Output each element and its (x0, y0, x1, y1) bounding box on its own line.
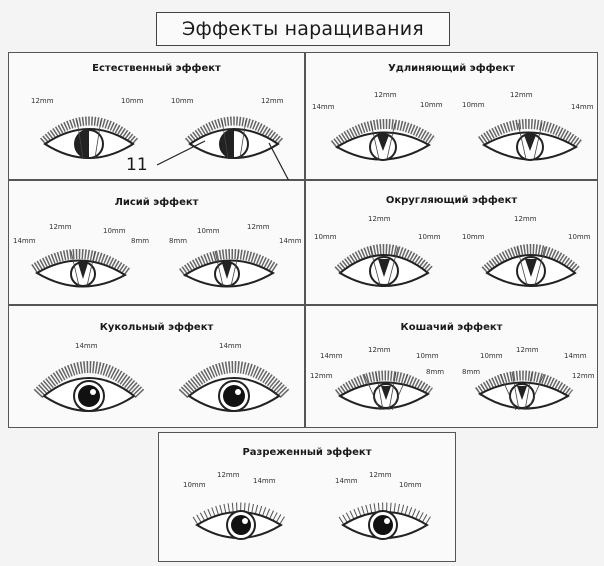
length-label: 10mm (462, 233, 485, 241)
eye-icon (189, 489, 289, 549)
length-label: 8mm (462, 368, 481, 376)
panel-title-cat: Кошачий эффект (400, 322, 503, 333)
length-label: 14mm (564, 352, 587, 360)
eye-icon (33, 354, 145, 420)
length-label: 14mm (279, 237, 302, 245)
length-label: 14mm (320, 352, 343, 360)
eye-icon (335, 489, 435, 549)
length-label: 10mm (418, 233, 441, 241)
eye-icon (481, 233, 581, 293)
length-label: 12mm (310, 372, 333, 380)
callout-number-11: 11 (126, 155, 148, 175)
length-label: 10mm (399, 481, 422, 489)
length-label: 14mm (571, 103, 594, 111)
length-label: 12mm (368, 346, 391, 354)
length-label: 14mm (335, 477, 358, 485)
length-label: 14mm (312, 103, 335, 111)
eye-icon (334, 364, 434, 418)
panel-sparse: Разреженный эффект 10mm 12mm 14mm 14mm 1… (158, 432, 456, 562)
panel-doll: Кукольный эффект 14mm 14mm (8, 305, 305, 428)
panel-title-elongating: Удлиняющий эффект (388, 63, 515, 74)
pointer-lines (156, 140, 290, 182)
eye-icon (31, 241, 132, 293)
length-label: 14mm (219, 342, 242, 350)
length-label: 8mm (169, 237, 188, 245)
length-label: 10mm (568, 233, 591, 241)
length-label: 10mm (121, 97, 144, 105)
length-label: 8mm (426, 368, 445, 376)
length-label: 10mm (480, 352, 503, 360)
panel-elongating: Удлиняющий эффект 14mm 12mm 10mm 10mm 12… (305, 52, 598, 180)
eye-icon (330, 111, 436, 166)
eye-icon (178, 241, 279, 293)
panel-title-doll: Кукольный эффект (99, 322, 214, 333)
length-label: 12mm (510, 91, 533, 99)
length-label: 10mm (103, 227, 126, 235)
length-label: 8mm (131, 237, 150, 245)
panel-natural: Естественный эффект 12mm 10mm 10mm 12mm (8, 52, 305, 182)
length-label: 12mm (374, 91, 397, 99)
diagram-title: Эффекты наращивания (156, 12, 450, 46)
length-label: 10mm (416, 352, 439, 360)
eye-icon (178, 354, 290, 420)
length-label: 12mm (369, 471, 392, 479)
length-label: 12mm (514, 215, 537, 223)
length-label: 10mm (420, 101, 443, 109)
panel-fox: Лисий эффект 12mm 10mm 14mm 8mm 10mm 12m… (8, 180, 305, 305)
eye-icon (39, 108, 139, 166)
length-label: 12mm (261, 97, 284, 105)
panel-rounding: Округляющий эффект 12mm 10mm 10mm 10mm 1… (305, 180, 598, 305)
panel-title-natural: Естественный эффект (92, 63, 221, 74)
length-label: 10mm (171, 97, 194, 105)
panel-title-rounding: Округляющий эффект (385, 195, 518, 206)
length-label: 12mm (572, 372, 595, 380)
panel-cat: Кошачий эффект 14mm 12mm 10mm 12mm 8mm 1… (305, 305, 598, 428)
length-label: 14mm (75, 342, 98, 350)
length-label: 14mm (253, 477, 276, 485)
length-label: 12mm (247, 223, 270, 231)
length-label: 10mm (314, 233, 337, 241)
length-label: 12mm (49, 223, 72, 231)
length-label: 12mm (31, 97, 54, 105)
length-label: 12mm (217, 471, 240, 479)
length-label: 10mm (462, 101, 485, 109)
panel-title-sparse: Разреженный эффект (242, 447, 372, 458)
length-label: 12mm (516, 346, 539, 354)
eye-icon (478, 111, 584, 166)
eye-icon (334, 233, 434, 293)
panel-title-fox: Лисий эффект (114, 197, 199, 208)
eye-icon (474, 364, 574, 418)
length-label: 10mm (197, 227, 220, 235)
length-label: 12mm (368, 215, 391, 223)
length-label: 10mm (183, 481, 206, 489)
eye-icon (184, 108, 284, 166)
length-label: 14mm (13, 237, 36, 245)
